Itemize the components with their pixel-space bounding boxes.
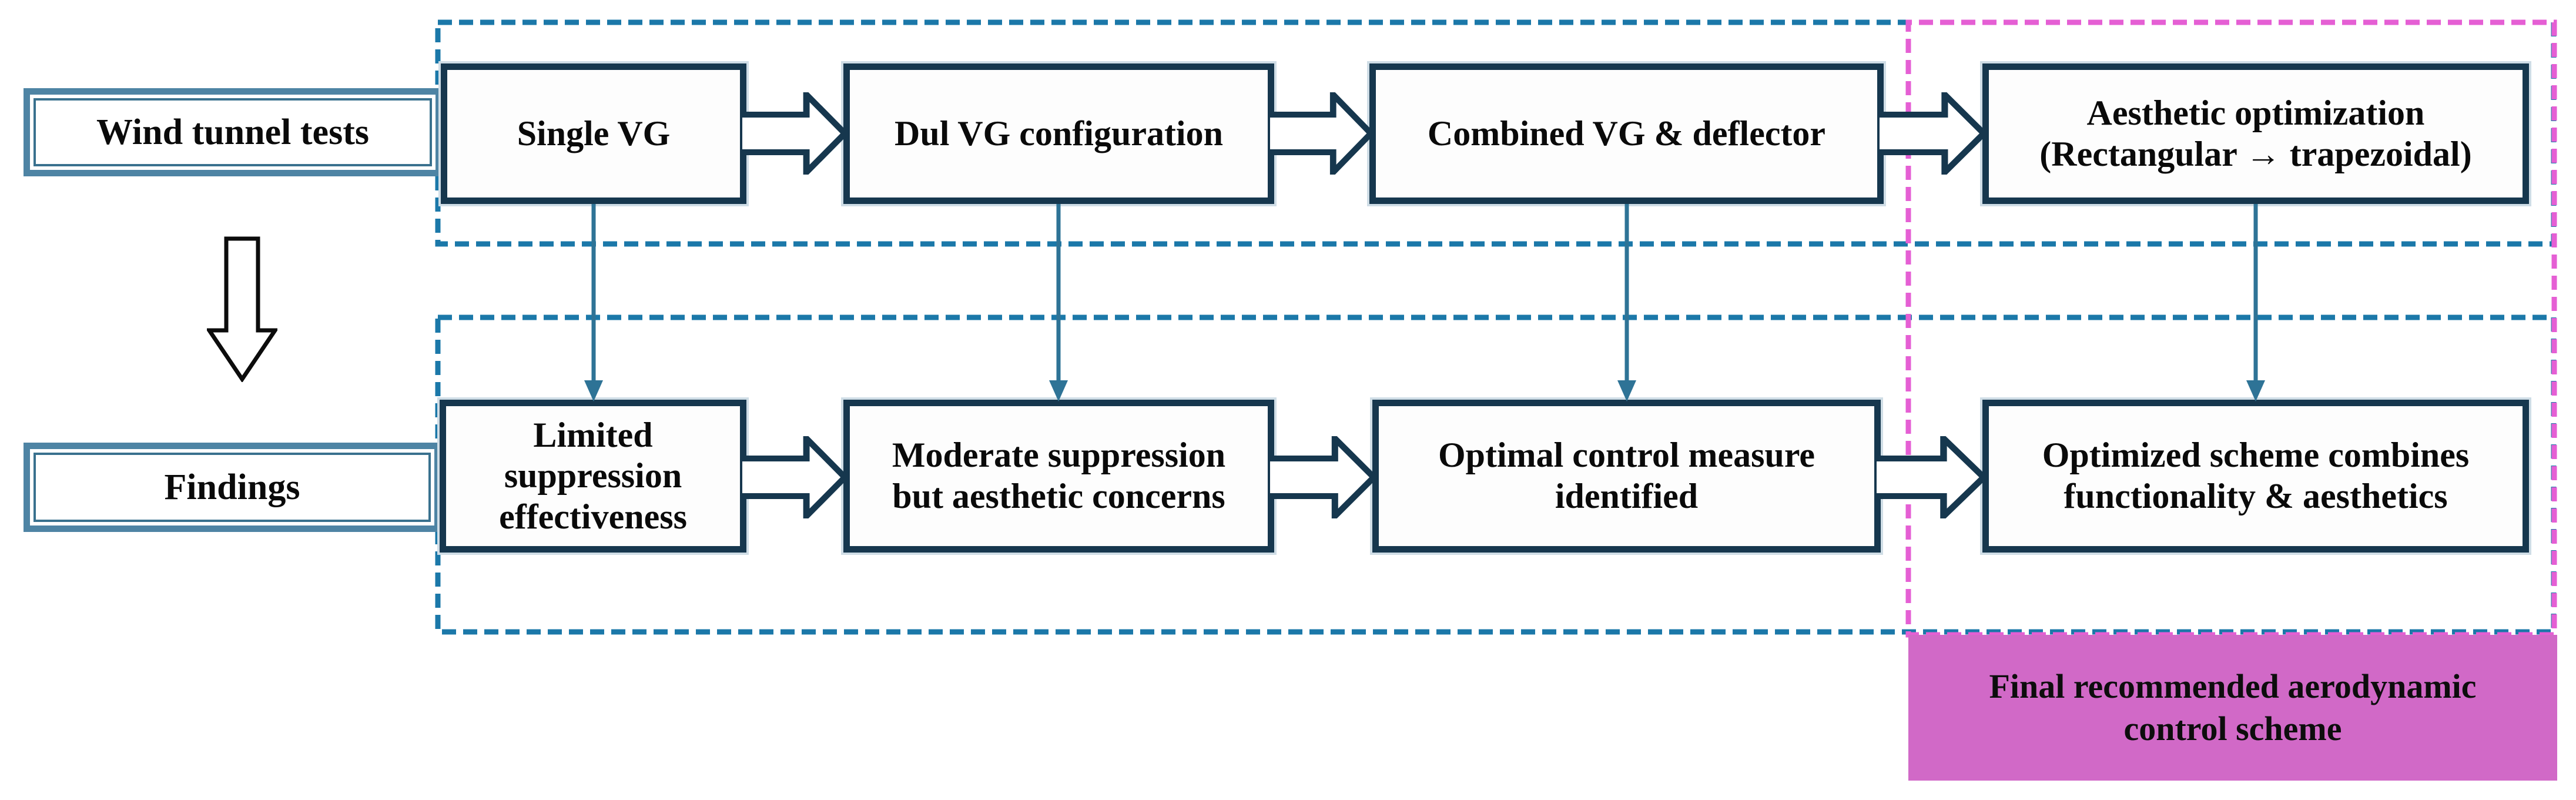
final-scheme-box: Final recommended aerodynamic control sc… xyxy=(1908,635,2557,781)
box-optimal-control-measure-label: Optimal control measure identified xyxy=(1438,436,1815,516)
box-moderate-suppression: Moderate suppression but aesthetic conce… xyxy=(843,400,1274,553)
box-limited-suppression: Limited suppression effectiveness xyxy=(440,400,746,553)
box-dual-vg-configuration-label: Dul VG configuration xyxy=(895,113,1223,153)
findings-box: Findings xyxy=(24,443,441,532)
right-block-arrow-icon xyxy=(742,92,848,175)
connector-arrow-icon xyxy=(584,204,603,401)
box-limited-suppression-label: Limited suppression effectiveness xyxy=(499,415,687,536)
box-aesthetic-optimization-label: Aesthetic optimization (Rectangular → tr… xyxy=(2039,93,2472,173)
final-scheme-label: Final recommended aerodynamic control sc… xyxy=(1989,667,2477,748)
right-block-arrow-icon xyxy=(1270,92,1374,175)
findings-label: Findings xyxy=(164,467,300,507)
box-aesthetic-optimization: Aesthetic optimization (Rectangular → tr… xyxy=(1982,63,2529,204)
connector-arrow-icon xyxy=(1617,204,1636,401)
connector-arrow-icon xyxy=(2246,204,2265,401)
box-combined-vg-deflector-label: Combined VG & deflector xyxy=(1427,113,1826,153)
box-optimized-scheme-label: Optimized scheme combines functionality … xyxy=(2042,436,2470,516)
down-arrow-icon xyxy=(207,236,277,382)
wind-tunnel-tests-box: Wind tunnel tests xyxy=(24,88,442,176)
box-dual-vg-configuration: Dul VG configuration xyxy=(843,63,1274,204)
right-block-arrow-icon xyxy=(1270,436,1377,518)
box-optimized-scheme: Optimized scheme combines functionality … xyxy=(1982,400,2529,553)
wind-tunnel-tests-label: Wind tunnel tests xyxy=(96,112,369,152)
right-block-arrow-icon xyxy=(742,436,848,518)
right-block-arrow-icon xyxy=(1877,436,1987,518)
box-moderate-suppression-label: Moderate suppression but aesthetic conce… xyxy=(892,436,1226,516)
box-single-vg-label: Single VG xyxy=(517,113,671,153)
right-block-arrow-icon xyxy=(1880,92,1987,175)
box-single-vg: Single VG xyxy=(441,63,746,204)
connector-arrow-icon xyxy=(1049,204,1068,401)
box-optimal-control-measure: Optimal control measure identified xyxy=(1372,400,1881,553)
box-combined-vg-deflector: Combined VG & deflector xyxy=(1369,63,1884,204)
